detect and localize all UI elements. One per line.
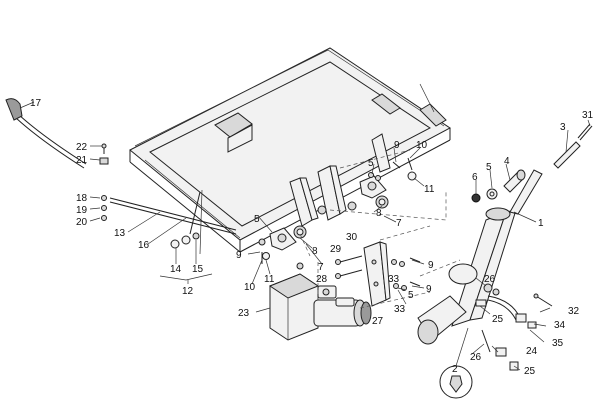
pivot-pin [553,123,593,169]
callout-30: 30 [346,232,358,243]
bracket-plate [363,241,391,307]
callout-labels: 17 22 21 18 19 20 13 16 14 15 12 5 9 10 … [30,98,594,377]
callout-14: 14 [170,264,182,275]
dashed-guides [299,149,461,309]
callout-4: 4 [504,156,510,167]
callout-17: 17 [30,98,42,109]
callout-7-left: 7 [318,262,324,273]
left-hardware [99,143,109,221]
callout-11-left: 11 [264,274,275,285]
callout-3: 3 [560,122,566,133]
callout-28: 28 [316,274,328,285]
hydraulic-cylinder [417,169,543,345]
callout-26-lower: 26 [470,352,482,363]
callout-5-upper: 5 [368,158,374,169]
callout-21: 21 [76,155,88,166]
callout-27: 27 [372,316,384,327]
callout-32: 32 [568,306,580,317]
callout-31: 31 [582,110,594,121]
detail-view-2 [439,327,473,399]
callout-8-left: 8 [312,246,318,257]
callout-19: 19 [76,205,88,216]
callout-10-left: 10 [244,282,256,293]
callout-5-center: 5 [408,290,414,301]
callout-12: 12 [182,286,194,297]
sleeve-and-washers [471,169,526,203]
pivot-plate-right [359,175,389,209]
callout-20: 20 [76,217,88,228]
callout-33-lower: 33 [394,304,406,315]
callout-9-left: 9 [236,250,242,261]
main-frame [129,47,451,253]
callout-7-upper: 7 [396,218,402,229]
callout-23: 23 [238,308,250,319]
callout-13: 13 [114,228,126,239]
callout-18: 18 [76,193,88,204]
hand-lever [5,98,87,169]
leader-lines [19,83,591,371]
callout-8-upper: 8 [376,208,382,219]
callout-35: 35 [552,338,564,349]
callout-5-right: 5 [486,162,492,173]
callout-15: 15 [192,264,204,275]
callout-9-upper: 9 [394,140,400,151]
callout-2: 2 [452,364,458,375]
callout-34: 34 [554,320,566,331]
linkage-rod [109,191,237,249]
callout-9-center: 9 [428,260,434,271]
callout-1: 1 [538,218,544,229]
callout-16: 16 [138,240,150,251]
callout-11-upper: 11 [424,184,435,195]
pivot-plate-left [269,225,307,251]
callout-29: 29 [330,244,342,255]
callout-26-upper: 26 [484,274,496,285]
mounting-brackets [289,133,391,227]
callout-22: 22 [76,142,88,153]
callout-25-lower: 25 [524,366,536,377]
callout-25-upper: 25 [492,314,504,325]
callout-10-upper: 10 [416,140,428,151]
callout-5-left: 5 [254,214,260,225]
callout-24: 24 [526,346,538,357]
callout-9-lower: 9 [426,284,432,295]
callout-6: 6 [472,172,478,183]
callout-33-upper: 33 [388,274,400,285]
